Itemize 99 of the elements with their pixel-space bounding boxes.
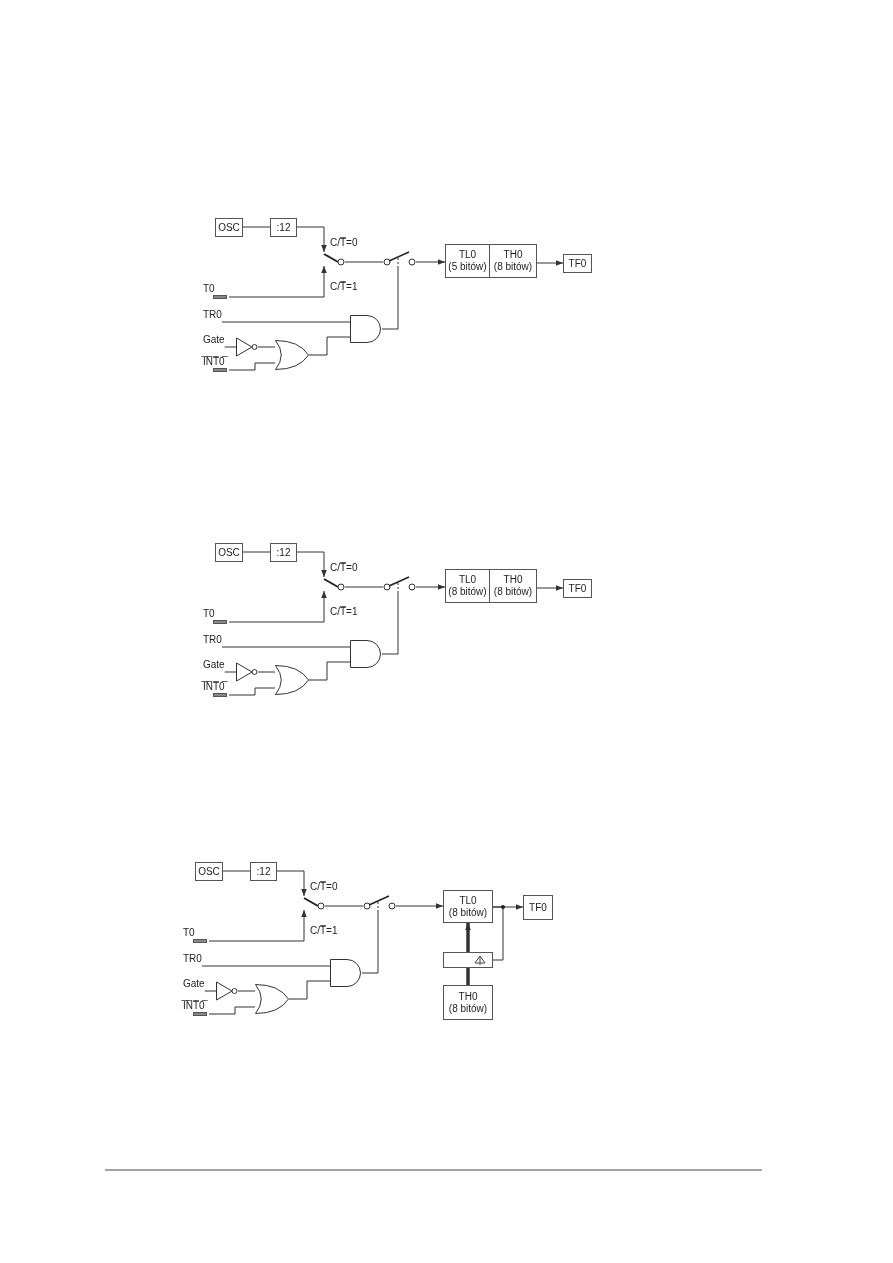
switch-symbol bbox=[363, 894, 396, 911]
signal-label: Gate bbox=[203, 334, 225, 346]
register-box bbox=[445, 244, 490, 278]
and-gate bbox=[350, 640, 382, 668]
arrow bbox=[228, 590, 327, 623]
switch-symbol bbox=[383, 250, 416, 267]
block-label: TF0 bbox=[529, 901, 547, 914]
connector-line bbox=[222, 870, 251, 872]
arrow bbox=[415, 584, 446, 590]
selector-switch-symbol bbox=[322, 252, 345, 266]
block-label: OSC bbox=[218, 221, 240, 234]
block-label: TL0 bbox=[459, 894, 477, 907]
block-label: :12 bbox=[276, 221, 291, 234]
signal-label: TR0 bbox=[183, 953, 202, 965]
block-label: TF0 bbox=[568, 582, 587, 595]
block-label: TH0 bbox=[458, 990, 478, 1003]
switch-symbol bbox=[383, 575, 416, 592]
mode-label: C/T̅=1 bbox=[330, 606, 358, 618]
block-label: TF0 bbox=[568, 257, 587, 270]
mode-label: C/T̅=0 bbox=[330, 562, 358, 574]
reload-box bbox=[443, 952, 493, 968]
pin-label: T0 bbox=[203, 283, 215, 295]
register-box bbox=[443, 985, 493, 1020]
bit-count-label: (5 bitów) bbox=[448, 261, 487, 273]
block-label: OSC bbox=[198, 865, 220, 878]
selector-switch-symbol bbox=[322, 577, 345, 591]
mode-label: C/T̅=1 bbox=[310, 925, 338, 937]
connector-line bbox=[492, 906, 504, 961]
block-label: :12 bbox=[276, 546, 291, 559]
bit-count-label: (8 bitów) bbox=[448, 906, 488, 919]
bit-count-label: (8 bitów) bbox=[448, 1002, 488, 1015]
connector-line bbox=[208, 1006, 256, 1015]
signal-label: Gate bbox=[183, 978, 205, 990]
signal-label: TR0 bbox=[203, 309, 222, 321]
arrow bbox=[415, 259, 446, 265]
register-box bbox=[489, 244, 537, 278]
block-label: TH0 bbox=[503, 574, 523, 586]
register-box bbox=[445, 569, 490, 603]
not-gate bbox=[236, 662, 258, 682]
block-label: TH0 bbox=[503, 249, 523, 261]
or-gate bbox=[255, 984, 289, 1014]
selector-switch-symbol bbox=[302, 896, 325, 910]
block-label: TL0 bbox=[458, 249, 477, 261]
connector-line bbox=[344, 261, 384, 263]
and-gate bbox=[350, 315, 382, 343]
arrow bbox=[296, 551, 327, 578]
connector-line bbox=[221, 646, 351, 648]
and-gate bbox=[330, 959, 362, 987]
arrow bbox=[465, 923, 471, 952]
flag-box bbox=[563, 579, 592, 598]
arrow bbox=[536, 585, 564, 591]
bit-count-label: (8 bitów) bbox=[493, 586, 533, 598]
connector-line bbox=[204, 990, 217, 992]
connector-line bbox=[237, 990, 256, 992]
block-label: TL0 bbox=[458, 574, 477, 586]
mode-label: C/T̅=1 bbox=[330, 281, 358, 293]
not-gate bbox=[236, 337, 258, 357]
connector-line bbox=[466, 968, 470, 985]
or-gate bbox=[275, 340, 309, 370]
connector-line bbox=[224, 346, 237, 348]
arrow bbox=[208, 909, 307, 942]
connector-line bbox=[381, 591, 399, 655]
register-box bbox=[443, 890, 493, 923]
bit-count-label: (8 bitów) bbox=[493, 261, 533, 273]
arrow bbox=[276, 870, 307, 897]
connector-line bbox=[201, 965, 331, 967]
connector-line bbox=[308, 336, 351, 356]
pin-label: T0 bbox=[183, 927, 195, 939]
connector-line bbox=[257, 346, 276, 348]
register-box bbox=[489, 569, 537, 603]
connector-line bbox=[361, 910, 379, 974]
signal-label: Gate bbox=[203, 659, 225, 671]
bit-count-label: (8 bitów) bbox=[448, 586, 487, 598]
not-gate bbox=[216, 981, 238, 1001]
mode-label: C/T̅=0 bbox=[310, 881, 338, 893]
signal-label: TR0 bbox=[203, 634, 222, 646]
connector-line bbox=[288, 980, 331, 1000]
mode-label: C/T̅=0 bbox=[330, 237, 358, 249]
arrow bbox=[536, 260, 564, 266]
connector-line bbox=[228, 687, 276, 696]
connector-line bbox=[242, 226, 271, 228]
block-label: OSC bbox=[218, 546, 240, 559]
arrow bbox=[296, 226, 327, 253]
pin-label: T0 bbox=[203, 608, 215, 620]
arrow bbox=[395, 903, 444, 909]
connector-line bbox=[344, 586, 384, 588]
connector-line bbox=[228, 362, 276, 371]
connector-line bbox=[324, 905, 364, 907]
connector-line bbox=[224, 671, 237, 673]
block-label: :12 bbox=[256, 865, 271, 878]
flag-box bbox=[563, 254, 592, 273]
connector-line bbox=[221, 321, 351, 323]
connector-line bbox=[257, 671, 276, 673]
arrow bbox=[228, 265, 327, 298]
flag-box bbox=[523, 895, 553, 920]
connector-line bbox=[381, 266, 399, 330]
connector-line bbox=[308, 661, 351, 681]
connector-line bbox=[242, 551, 271, 553]
or-gate bbox=[275, 665, 309, 695]
